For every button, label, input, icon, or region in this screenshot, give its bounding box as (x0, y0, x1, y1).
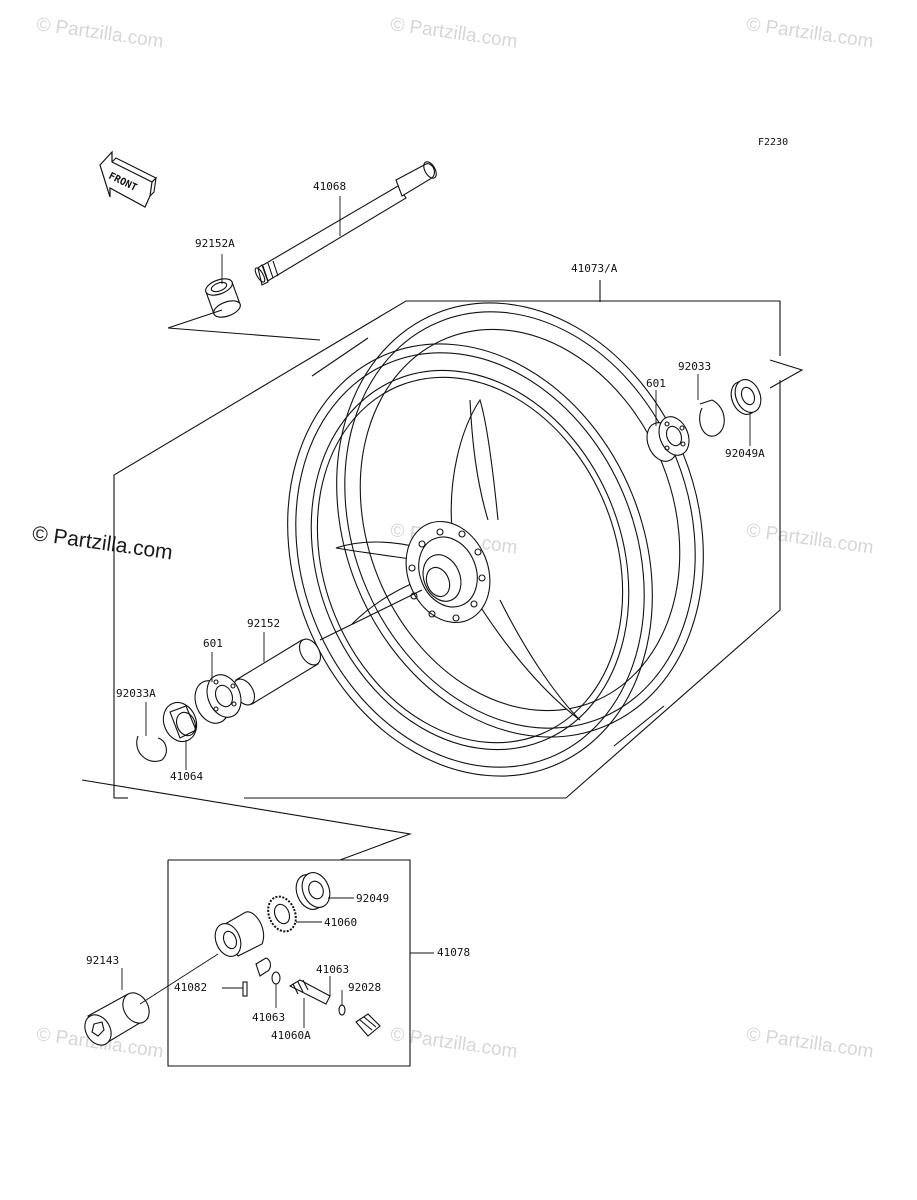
circlip-part (136, 735, 167, 762)
part-label-41063-b[interactable]: 41063 (252, 1011, 286, 1024)
wheel-box-lines (113, 280, 804, 799)
part-label-41063-a[interactable]: 41063 (316, 963, 350, 976)
part-label-92049[interactable]: 92049 (356, 892, 390, 905)
axle-part (254, 161, 437, 286)
part-label-92152a[interactable]: 92152A (195, 237, 235, 250)
bearing-part (646, 416, 690, 462)
collar-part (205, 278, 241, 318)
collar-part (162, 701, 198, 743)
gear-part (267, 895, 297, 933)
circlip-part (699, 399, 725, 437)
wheel-hub (319, 520, 491, 641)
front-arrow-icon: FRONT (99, 150, 157, 208)
part-label-41064[interactable]: 41064 (170, 770, 204, 783)
part-label-92028[interactable]: 92028 (348, 981, 382, 994)
bearing-part (194, 674, 242, 724)
part-label-41060a[interactable]: 41060A (271, 1029, 311, 1042)
part-label-41073a[interactable]: 41073/A (571, 262, 618, 275)
pin-part (242, 981, 248, 997)
part-label-92033[interactable]: 92033 (678, 360, 712, 373)
collar-part (84, 992, 150, 1046)
meter-gear-box-lines (81, 779, 434, 1067)
part-label-41078[interactable]: 41078 (437, 946, 471, 959)
seal-part (295, 872, 331, 910)
part-label-41068[interactable]: 41068 (313, 180, 347, 193)
part-label-92152[interactable]: 92152 (247, 617, 281, 630)
part-label-41060[interactable]: 41060 (324, 916, 358, 929)
part-label-92033a[interactable]: 92033A (116, 687, 156, 700)
wheel-rim (287, 302, 704, 777)
part-label-92143[interactable]: 92143 (86, 954, 120, 967)
gear-housing-part (214, 911, 272, 977)
part-label-601-top[interactable]: 601 (646, 377, 666, 390)
diagram-code: F2230 (758, 137, 789, 148)
leader-lines (121, 196, 751, 1028)
part-label-92049a[interactable]: 92049A (725, 447, 765, 460)
part-label-41082[interactable]: 41082 (174, 981, 208, 994)
part-label-601-bottom[interactable]: 601 (203, 637, 223, 650)
seal-part (730, 379, 762, 415)
spacer-part (232, 638, 322, 706)
